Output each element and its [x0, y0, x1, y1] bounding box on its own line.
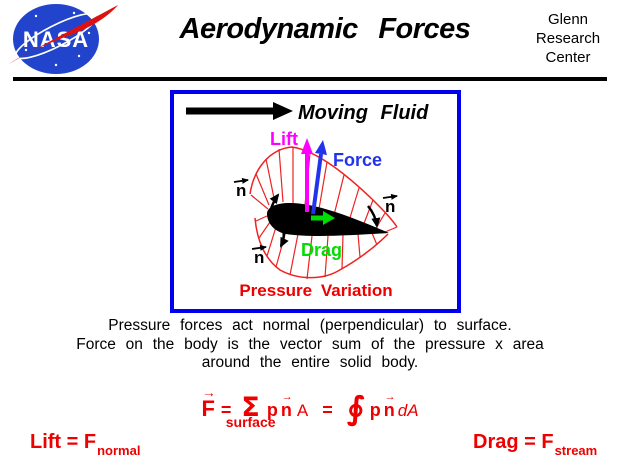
org-line-2: Research: [535, 30, 601, 47]
org-line-3: Center: [545, 49, 591, 66]
n-vector-label-right: n: [382, 193, 398, 216]
svg-text:n: n: [254, 248, 264, 267]
drag-definition: Drag = Fstream: [473, 431, 597, 458]
equation-equals-2: =: [322, 400, 333, 420]
equation-n2: n: [384, 400, 395, 421]
force-arrow: [311, 140, 327, 215]
explanation-text: Pressure forces act normal (perpendicula…: [0, 317, 620, 373]
explanation-line-1: Pressure forces act normal (perpendicula…: [108, 317, 512, 334]
drag-label: Drag: [301, 240, 342, 260]
pressure-spokes-lower: [255, 215, 378, 280]
header-divider: [13, 77, 607, 81]
summation-subscript: surface: [225, 414, 276, 430]
force-label: Force: [333, 150, 382, 170]
contour-integral-symbol: ∮: [346, 389, 365, 427]
n-vector-label-upper-left: n: [233, 177, 249, 200]
pressure-diagram: Moving Fluid: [170, 90, 461, 313]
svg-text:n: n: [385, 197, 395, 216]
org-line-1: Glenn: [547, 11, 589, 28]
equation-p2: p: [369, 400, 381, 420]
n-vector-label-lower-left: n: [251, 244, 267, 267]
page-title: Aerodynamic Forces: [179, 13, 471, 45]
explanation-line-2: Force on the body is the vector sum of t…: [76, 335, 544, 353]
lift-definition-text: Lift = F: [30, 431, 97, 453]
explanation-line-3: around the entire solid body.: [201, 354, 419, 371]
moving-fluid-arrow: [186, 102, 293, 120]
nasa-logo-orbit: [14, 12, 98, 60]
drag-definition-subscript: stream: [554, 443, 598, 458]
drag-definition-text: Drag = F: [473, 431, 554, 453]
lift-arrow: [301, 138, 313, 212]
org-name-block: Glenn Research Center: [518, 10, 618, 67]
nasa-logo-stars: [24, 11, 91, 67]
nasa-logo-swoosh: [9, 5, 118, 64]
nasa-logo: NASA: [9, 4, 118, 74]
sigma-symbol: Σ: [241, 392, 260, 423]
equation-equals-1: =: [220, 400, 232, 420]
equation-F: F: [201, 396, 214, 422]
equation-summation: Σ surface: [226, 392, 276, 430]
equation-n1: n: [281, 400, 292, 421]
lift-definition-subscript: normal: [97, 443, 141, 458]
lift-definition: Lift = Fnormal: [30, 431, 140, 458]
normal-arrow-upper-left: [268, 193, 280, 213]
pressure-envelope-upper: [249, 146, 398, 228]
lift-label: Lift: [270, 129, 298, 149]
equation-dA: dA: [397, 401, 419, 420]
normal-arrow-right: [367, 205, 381, 228]
pressure-variation-caption: Pressure Variation: [239, 281, 392, 300]
equation-A: A: [296, 401, 309, 420]
equation-p1: p: [266, 400, 278, 420]
normal-arrow-lower-left: [279, 223, 289, 248]
svg-text:n: n: [236, 181, 246, 200]
moving-fluid-label: Moving Fluid: [298, 102, 429, 124]
force-equation: F = Σ surface p n A = ∮ p n dA: [0, 386, 620, 430]
drag-arrow: [311, 211, 335, 225]
